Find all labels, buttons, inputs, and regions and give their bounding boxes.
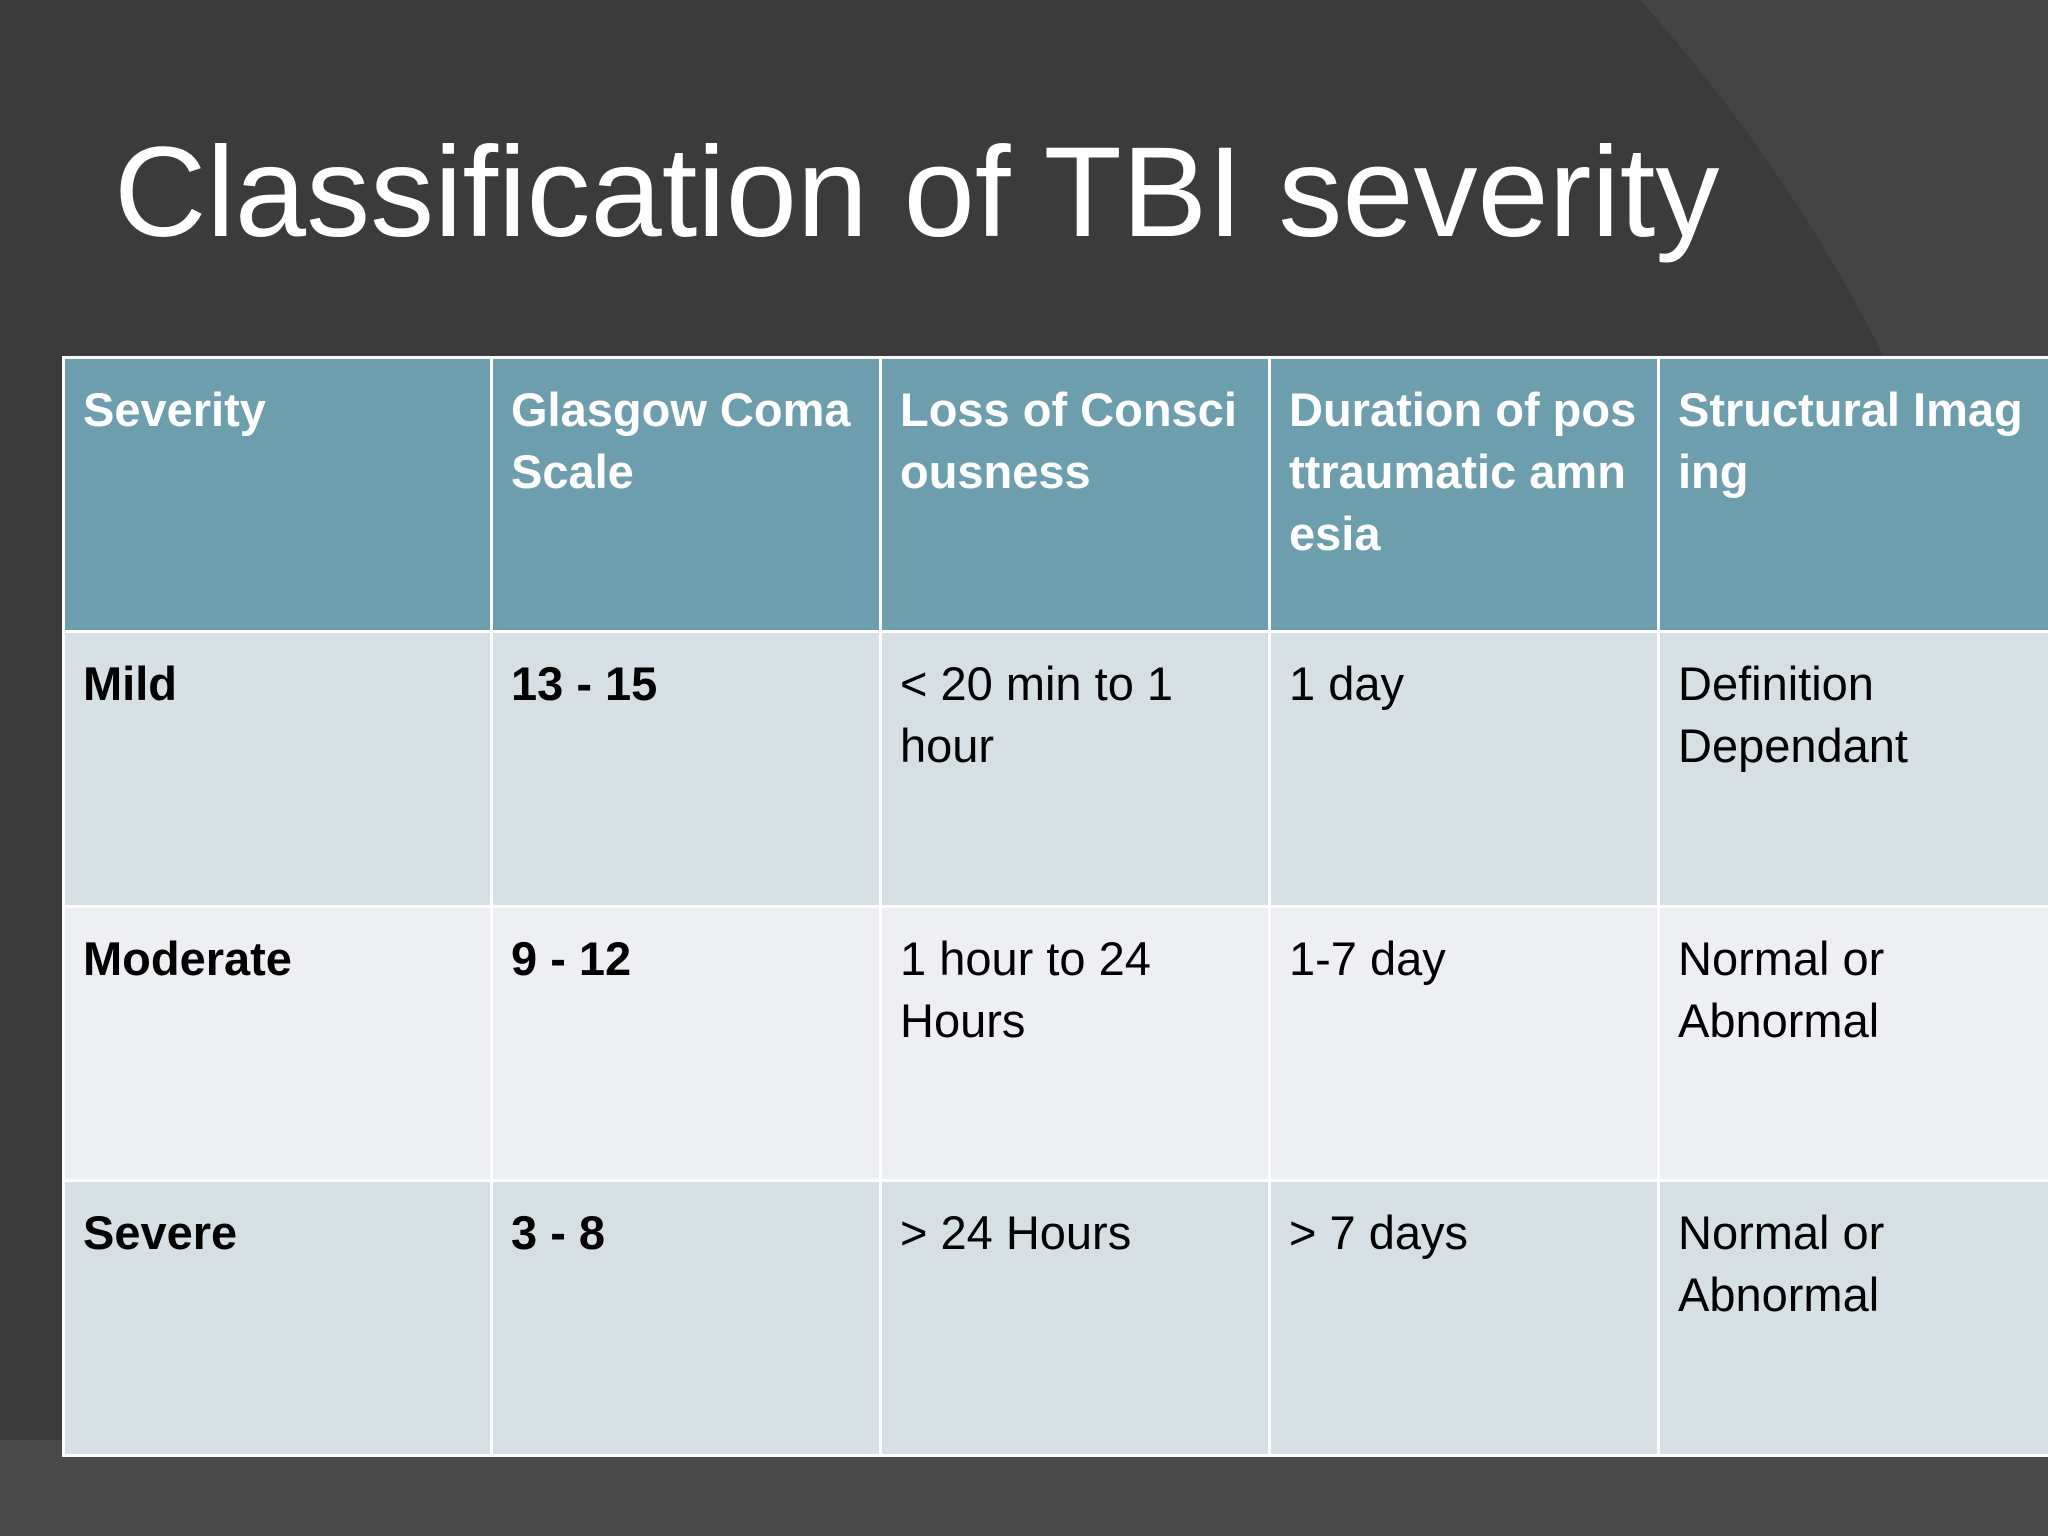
table-row-moderate: Moderate 9 - 12 1 hour to 24 Hours 1-7 d… (62, 904, 2048, 1183)
cell-imaging: Definition Dependant (1657, 630, 2048, 908)
slide-title: Classification of TBI severity (114, 121, 1720, 264)
cell-severity: Severe (62, 1179, 493, 1457)
table-row-mild: Mild 13 - 15 < 20 min to 1 hour 1 day De… (62, 630, 2048, 908)
cell-gcs: 3 - 8 (490, 1179, 882, 1457)
header-severity: Severity (62, 356, 493, 633)
cell-imaging: Normal or Abnormal (1657, 904, 2048, 1183)
severity-table-container: Severity Glasgow Coma Scale Loss of Cons… (62, 356, 2048, 1457)
table-row-severe: Severe 3 - 8 > 24 Hours > 7 days Normal … (62, 1179, 2048, 1457)
header-loss-of-consciousness: Loss of Consciousness (879, 356, 1271, 633)
cell-gcs: 13 - 15 (490, 630, 882, 908)
cell-pta: > 7 days (1268, 1179, 1660, 1457)
header-glasgow-coma-scale: Glasgow Coma Scale (490, 356, 882, 633)
cell-gcs: 9 - 12 (490, 904, 882, 1183)
cell-pta: 1-7 day (1268, 904, 1660, 1183)
header-structural-imaging: Structural Imaging (1657, 356, 2048, 633)
table-header-row: Severity Glasgow Coma Scale Loss of Cons… (62, 356, 2048, 633)
cell-loc: < 20 min to 1 hour (879, 630, 1271, 908)
cell-severity: Mild (62, 630, 493, 908)
cell-loc: > 24 Hours (879, 1179, 1271, 1457)
cell-severity: Moderate (62, 904, 493, 1183)
cell-imaging: Normal or Abnormal (1657, 1179, 2048, 1457)
severity-table: Severity Glasgow Coma Scale Loss of Cons… (62, 356, 2048, 1457)
cell-pta: 1 day (1268, 630, 1660, 908)
header-posttraumatic-amnesia: Duration of posttraumatic amnesia (1268, 356, 1660, 633)
cell-loc: 1 hour to 24 Hours (879, 904, 1271, 1183)
